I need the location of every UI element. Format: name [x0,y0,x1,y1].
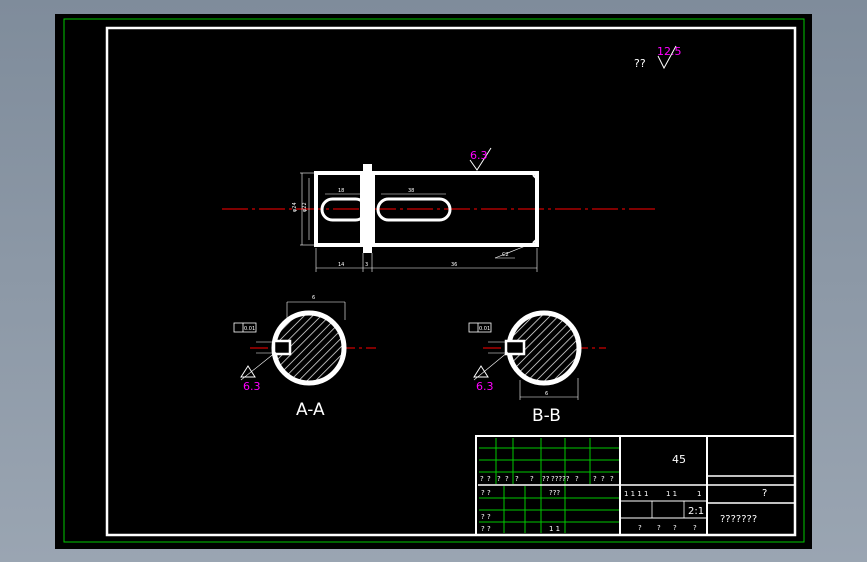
roughness-main: 6.3 [470,149,488,162]
roughness-symbol [657,45,677,70]
section-a-dim: 6 [312,295,315,301]
tb-r1-11: ? [601,475,605,483]
section-a-label: A-A [296,400,325,420]
section-b-b: 6 0.01 6.3 B-B [468,310,606,426]
dim-keyway-1: 18 [338,188,344,194]
shaft-right [371,171,539,247]
dim-dia-outer: φ24 [292,202,298,212]
dim-len-collar: 3 [365,262,368,268]
tb-r1-5: ? [515,475,519,483]
tb-r1-9: ? [575,475,579,483]
tb-bq-4: ? [693,524,697,532]
section-a-key [272,339,292,356]
shaft-left [314,171,364,247]
section-b-roughness: 6.3 [476,380,494,393]
keyway-2 [376,197,452,222]
tb-r2-mid: ??? [549,489,560,497]
section-a-tolerance: 0.01 [244,326,255,332]
tb-r1-7: ?? [542,475,550,483]
drawing-background [55,14,812,549]
dim-len-right: 36 [451,262,457,268]
tb-r1-12: ? [610,475,614,483]
top-right-note-text: ?? [634,57,646,70]
tb-r1-4: ? [505,475,509,483]
tb-cells-b: 1 1 [666,490,677,498]
tb-cells-a: 1 1 1 1 [624,490,649,498]
tb-drawing-no: ??????? [720,514,757,525]
tb-r2-left: ? ? [481,489,491,497]
tb-r1-2: ? [487,475,491,483]
section-a-roughness: 6.3 [243,380,261,393]
section-a-a: 6 0.01 6.3 A-A [233,295,376,420]
tb-r1-3: ? [497,475,501,483]
dim-dia-inner: φ22 [302,202,308,212]
section-b-tolerance: 0.01 [479,326,490,332]
tb-r3-left: ? ? [481,513,491,521]
tb-scale: 2:1 [688,506,704,517]
outer-border [63,18,805,543]
keyway-1 [320,197,368,222]
tb-bq-1: ? [638,524,642,532]
tb-part-name: ? [762,488,767,499]
inner-frame [105,26,797,537]
tb-bq-3: ? [673,524,677,532]
tb-material: 45 [672,453,686,466]
dim-keyway-2: 38 [408,188,414,194]
dim-chamfer: C2 [502,252,509,258]
tb-r1-1: ? [480,475,484,483]
main-view: φ24 φ22 18 38 14 3 36 C2 6.3 [222,147,655,272]
section-b-dim: 6 [545,391,548,397]
tb-r1-8: ????? [551,475,570,483]
roughness-symbol-main [469,147,492,171]
tb-cells-c: 1 [697,490,701,498]
title-block: ? ? ? ? ? ? ?? ????? ? ? ? ? ? ? ??? ? ?… [475,435,796,536]
section-b-label: B-B [532,406,561,426]
tb-r4-left: ? ? [481,525,491,533]
section-b-key [504,339,526,356]
tb-r4-mid: 1 1 [549,525,560,533]
dim-len-left: 14 [338,262,344,268]
tb-r1-10: ? [593,475,597,483]
roughness-value: 12.5 [657,45,682,58]
tb-bq-2: ? [657,524,661,532]
tb-r1-6: ? [530,475,534,483]
top-right-note: ?? 12.5 [634,45,682,70]
collar [363,164,372,253]
